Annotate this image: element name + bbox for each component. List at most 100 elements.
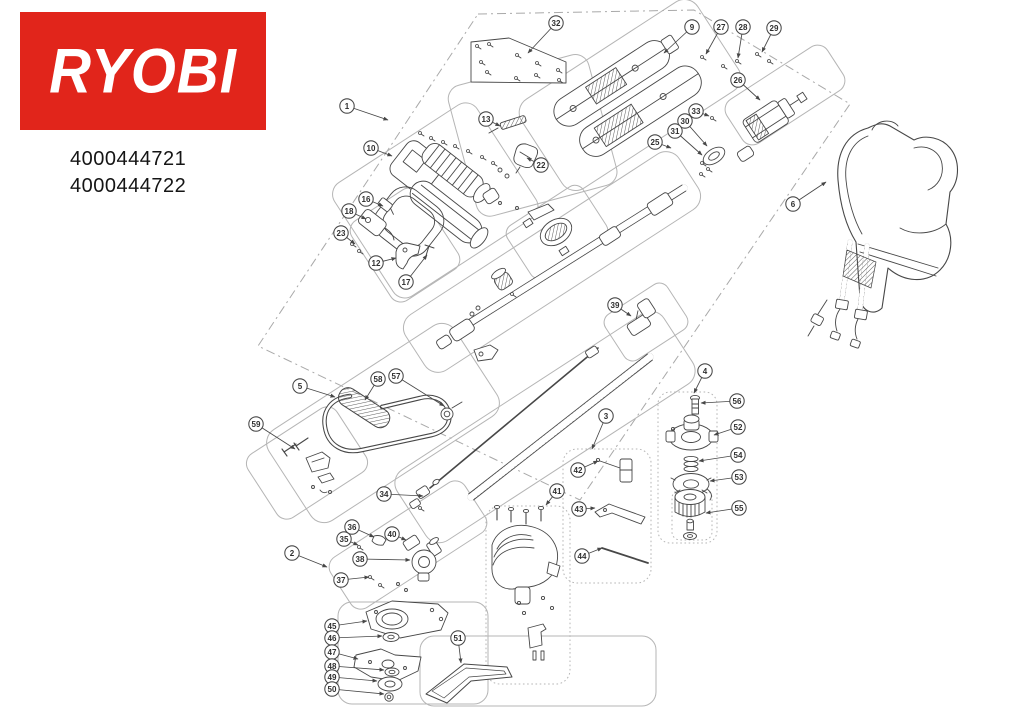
part-blade-stack	[353, 600, 449, 702]
callout-16: 16	[358, 191, 384, 207]
callout-43: 43	[571, 501, 596, 517]
part-grommet	[491, 267, 517, 298]
group-box-lower-shaft	[394, 310, 696, 544]
svg-text:3: 3	[604, 412, 609, 421]
callout-42: 42	[570, 460, 599, 478]
callout-46: 46	[324, 630, 383, 646]
callout-41: 41	[545, 483, 565, 506]
part-gear-head	[357, 534, 442, 592]
callout-13: 13	[478, 111, 501, 127]
svg-text:23: 23	[337, 229, 346, 238]
svg-text:53: 53	[735, 473, 744, 482]
svg-text:6: 6	[791, 200, 796, 209]
svg-text:46: 46	[328, 634, 337, 643]
svg-text:29: 29	[770, 24, 779, 33]
part-switch	[357, 209, 395, 241]
svg-text:2: 2	[290, 549, 295, 558]
part-foam-grip	[338, 387, 391, 429]
callout-49: 49	[324, 669, 378, 685]
callout-53: 53	[709, 469, 747, 485]
group-box-upper-shaft	[402, 151, 702, 373]
svg-text:47: 47	[328, 648, 337, 657]
svg-text:52: 52	[734, 423, 743, 432]
group-box-guard	[485, 505, 571, 685]
svg-text:31: 31	[671, 127, 680, 136]
callout-31: 31	[667, 123, 703, 156]
svg-text:30: 30	[681, 117, 690, 126]
callout-38: 38	[352, 551, 411, 567]
part-spring	[488, 115, 527, 134]
group-box-motor	[724, 44, 846, 146]
svg-text:1: 1	[345, 102, 350, 111]
callout-27: 27	[705, 19, 729, 55]
callout-23: 23	[333, 225, 356, 245]
part-output-flange	[699, 116, 726, 178]
svg-text:27: 27	[717, 23, 726, 32]
callout-34: 34	[376, 486, 424, 502]
callout-57: 57	[388, 368, 445, 407]
group-box-loop-handle	[266, 322, 500, 524]
svg-text:28: 28	[739, 23, 748, 32]
callout-59: 59	[248, 416, 296, 450]
svg-text:38: 38	[356, 555, 365, 564]
part-switch-lever	[513, 143, 539, 174]
callout-55: 55	[705, 500, 747, 516]
callout-1: 1	[339, 98, 389, 121]
part-backpack-harness	[807, 120, 959, 349]
svg-text:5: 5	[298, 382, 303, 391]
callout-54: 54	[698, 447, 746, 463]
part-motor	[736, 91, 808, 162]
svg-text:41: 41	[553, 487, 562, 496]
callout-40: 40	[384, 526, 407, 542]
part-guard-extension	[425, 663, 513, 704]
callout-9: 9	[663, 19, 700, 54]
part-mounting-plate	[470, 37, 567, 84]
svg-text:54: 54	[734, 451, 743, 460]
callout-28: 28	[735, 19, 751, 59]
callout-33: 33	[688, 103, 710, 119]
callout-44: 44	[574, 547, 603, 564]
assembly-boundary	[257, 9, 851, 501]
svg-text:16: 16	[362, 195, 371, 204]
group-box-handle	[332, 102, 539, 299]
callout-6: 6	[785, 181, 827, 212]
svg-text:50: 50	[328, 685, 337, 694]
callout-18: 18	[341, 203, 367, 220]
model-numbers: 4000444721 4000444722	[70, 146, 186, 200]
svg-text:42: 42	[574, 466, 583, 475]
group-boxes	[245, 0, 846, 707]
callout-39: 39	[607, 297, 632, 317]
svg-text:17: 17	[402, 278, 411, 287]
part-coupler	[626, 298, 656, 336]
callout-51: 51	[450, 630, 466, 664]
callout-25: 25	[647, 134, 672, 150]
callout-2: 2	[284, 545, 328, 568]
model-number: 4000444722	[70, 175, 187, 197]
svg-text:59: 59	[252, 420, 261, 429]
svg-text:25: 25	[651, 138, 660, 147]
callout-48: 48	[324, 658, 385, 674]
callout-47: 47	[324, 644, 359, 660]
svg-text:37: 37	[337, 576, 346, 585]
part-handle-grip	[421, 143, 491, 203]
svg-text:12: 12	[372, 259, 381, 268]
part-trigger-pin	[424, 244, 435, 260]
callout-56: 56	[700, 393, 745, 409]
callout-17: 17	[398, 254, 428, 290]
callout-35: 35	[336, 531, 359, 547]
part-lower-boom-tube	[467, 353, 654, 501]
svg-text:18: 18	[345, 207, 354, 216]
callout-4: 4	[693, 363, 713, 394]
svg-text:55: 55	[735, 504, 744, 513]
part-upper-shaft-tube	[436, 184, 688, 362]
callout-50: 50	[324, 681, 385, 697]
part-loop-handlebar	[322, 393, 452, 454]
svg-text:36: 36	[348, 523, 357, 532]
model-number: 4000444721	[70, 148, 187, 170]
svg-text:39: 39	[611, 301, 620, 310]
callout-52: 52	[713, 419, 746, 436]
svg-text:33: 33	[692, 107, 701, 116]
group-box-hardware-kit	[245, 406, 369, 520]
